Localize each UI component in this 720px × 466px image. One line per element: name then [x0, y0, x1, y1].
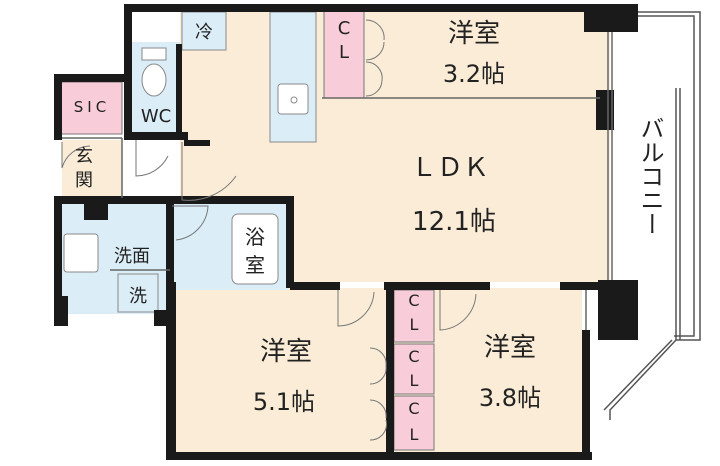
fridge-label: 冷 [195, 22, 213, 43]
closet-low-a-l: L [410, 371, 419, 390]
toilet-tank [141, 47, 167, 61]
bathtub [231, 213, 279, 285]
ldk-size: 12.1帖 [412, 207, 496, 237]
partitions [62, 32, 613, 330]
balcony [603, 11, 701, 420]
closet-mid [393, 289, 435, 343]
walls [54, 4, 638, 460]
washer-space [117, 273, 159, 313]
closet-low-b [393, 395, 435, 451]
toilet-bowl [141, 63, 167, 97]
western-room-top-name: 洋室 [448, 19, 500, 49]
closet-low-a-c: C [408, 347, 419, 366]
fridge-space [181, 11, 227, 51]
sink-drain [290, 96, 298, 104]
closet-top-l: L [339, 42, 349, 63]
entrance-floor [62, 140, 122, 200]
western-room-top-floor [322, 12, 610, 100]
floors [59, 9, 610, 456]
closet-mid-l: L [410, 315, 419, 334]
ldk-name: ＬＤＫ [411, 153, 489, 183]
ldk-floor [290, 98, 610, 282]
door-swings [61, 19, 477, 441]
closet-top-c: C [338, 18, 351, 39]
balcony-label: バルコニー [636, 116, 664, 236]
washer-label: 洗 [129, 286, 147, 307]
bath-label-1: 浴 [245, 225, 265, 249]
closet-low-b-l: L [410, 425, 419, 444]
western-room-left-floor [175, 288, 390, 456]
wc-label: WC [141, 106, 171, 127]
washroom-label: 洗面 [114, 246, 150, 267]
western-room-left-size: 5.1帖 [253, 388, 315, 416]
western-room-top-size: 3.2帖 [443, 60, 505, 88]
kitchen-counter [269, 11, 317, 143]
closet-mid-c: C [408, 291, 419, 310]
closet-top [323, 9, 365, 99]
closet-low-b-c: C [408, 399, 419, 418]
entrance-label-2: 関 [75, 170, 93, 191]
sic-label: SIC [74, 98, 110, 116]
western-room-left-name: 洋室 [260, 337, 312, 367]
western-room-right-name: 洋室 [484, 333, 536, 363]
sink [277, 83, 309, 115]
bath-label-2: 室 [245, 253, 265, 277]
entrance-label-1: 玄 [75, 146, 93, 167]
closet-low-a [393, 343, 435, 395]
labels: 洋室 3.2帖 ＬＤＫ 12.1帖 洋室 5.1帖 洋室 3.8帖 浴 室 WC… [74, 18, 664, 444]
wash-basin [63, 233, 99, 273]
hall-floor [180, 140, 292, 200]
western-room-right-size: 3.8帖 [479, 384, 541, 412]
